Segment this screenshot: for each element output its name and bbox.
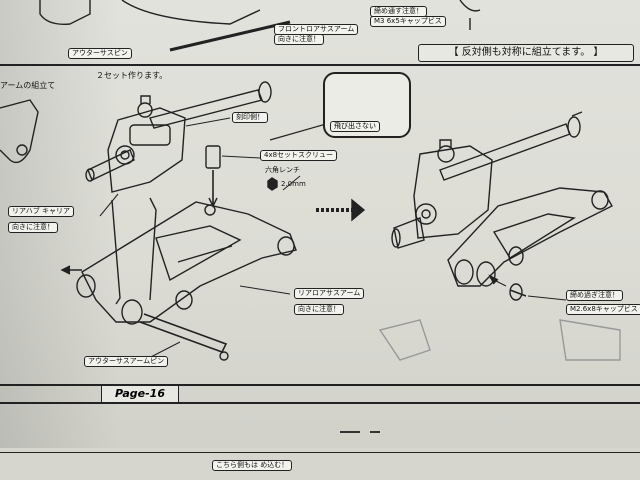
top-pin — [169, 20, 291, 52]
right-cap-screw — [509, 283, 523, 301]
label-setscrew: 4x8セットスクリュー — [260, 150, 338, 161]
left-partial-part — [0, 99, 39, 164]
hex-icon — [267, 177, 278, 191]
top-part-left — [39, 0, 91, 25]
section-title: アームの組立て — [0, 81, 56, 90]
page-number: Page-16 — [101, 385, 179, 403]
label-engraved-side: 刻印側！ — [232, 112, 268, 123]
page-shadow — [0, 0, 120, 480]
left-setscrew — [205, 145, 221, 169]
right-lower-arm — [447, 187, 613, 287]
label-lower-arm: リアロアサスアーム — [294, 288, 365, 299]
label-next-page-note: こちら側もは め込む！ — [212, 460, 293, 471]
label-hex-size: 2.0mm — [281, 180, 306, 188]
label-caution-top: 向きに注意！ — [274, 34, 324, 45]
label-tighten-caution: 締め過ぎ注意！ — [566, 290, 623, 301]
divider-next-page — [0, 452, 640, 453]
left-lower-arm — [81, 201, 297, 323]
label-lower-arm-caution: 向きに注意！ — [294, 304, 344, 315]
label-rear-hub-caution: 向きに注意！ — [8, 222, 58, 233]
mirror-assembly-banner: 【 反対側も対称に組立てます。 】 — [418, 44, 634, 62]
next-page-strip — [0, 448, 640, 480]
label-cap-screw: M2.6x8キャップビス — [566, 304, 640, 315]
right-axle-stub — [393, 217, 425, 249]
top-part-center — [121, 0, 261, 25]
right-driveshaft — [439, 123, 571, 181]
left-driveshaft-end — [258, 81, 272, 103]
label-rear-hub-carrier: リアハブ キャリア — [8, 206, 74, 217]
left-hub-carrier — [107, 107, 186, 193]
top-part-right — [459, 0, 481, 30]
left-partial-hole — [16, 144, 28, 156]
divider-footer — [0, 384, 640, 386]
divider-page-bottom — [0, 402, 640, 404]
label-outer-pin-top: アウターサスピン — [68, 48, 132, 59]
divider-top — [0, 64, 640, 66]
left-hinge-pin — [139, 313, 228, 353]
right-hub-carrier — [413, 145, 493, 239]
label-outer-arm-pin: アウターサスアームピン — [84, 356, 169, 367]
label-hex-wrench: 六角レンチ — [265, 166, 300, 174]
section-sets-note: ２セット作ります。 — [96, 71, 168, 80]
label-screw-top-2: M3 6x5キャップビス — [370, 16, 446, 27]
label-no-protrude: 飛び出さない — [330, 121, 380, 132]
